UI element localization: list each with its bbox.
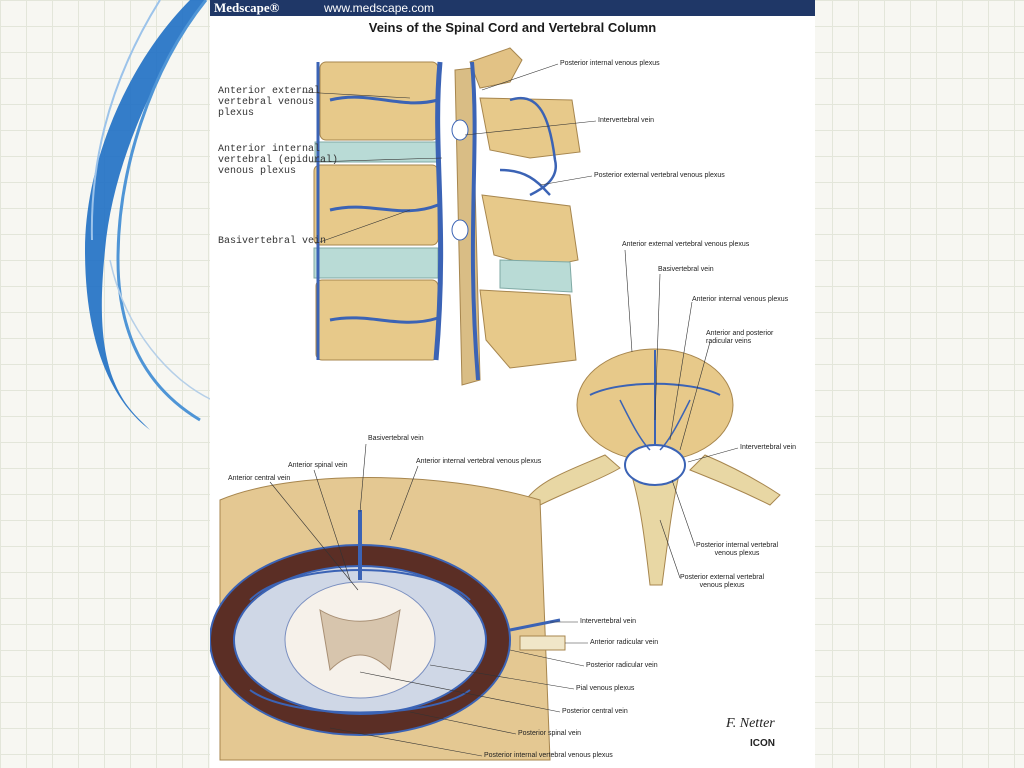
label-pial-venous-plexus: Pial venous plexus <box>576 685 635 692</box>
sagittal-vertebral-column-illustration <box>301 47 597 386</box>
label-anterior-internal-vertebral-venous-plexus: Anterior internal vertebral (epidural) v… <box>218 144 339 177</box>
label-posterior-internal-venous-plexus-top: Posterior internal venous plexus <box>560 60 660 67</box>
label-intervertebral-vein-mid: Intervertebral vein <box>740 444 797 451</box>
label-basivertebral-vein-left: Basivertebral vein <box>218 236 327 247</box>
label-anterior-internal-vertebral-venous-plexus-bottom: Anterior internal vertebral venous plexu… <box>416 458 542 465</box>
label-posterior-external-vertebral-venous-plexus-top: Posterior external vertebral venous plex… <box>594 172 725 179</box>
label-anterior-internal-venous-plexus-mid: Anterior internal venous plexus <box>692 296 789 303</box>
spinal-cord-cross-section-illustration <box>210 443 588 761</box>
anatomy-plate: Medscape® www.medscape.com Veins of the … <box>210 0 815 768</box>
label-basivertebral-vein-bottom: Basivertebral vein <box>368 435 424 442</box>
plate-title: Veins of the Spinal Cord and Vertebral C… <box>368 20 657 35</box>
label-posterior-internal-vertebral-venous-plexus-mid: Posterior internal vertebral venous plex… <box>696 542 779 557</box>
label-anterior-external-vertebral-venous-plexus: Anterior external vertebral venous plexu… <box>218 86 321 119</box>
medscape-logo: Medscape® <box>214 0 280 15</box>
slide-swoosh-decoration <box>85 0 213 430</box>
axial-vertebra-illustration <box>525 249 781 586</box>
label-posterior-spinal-vein: Posterior spinal vein <box>518 730 582 737</box>
label-anterior-spinal-vein: Anterior spinal vein <box>288 462 348 469</box>
label-basivertebral-vein-mid: Basivertebral vein <box>658 266 714 273</box>
medscape-header-bar: Medscape® www.medscape.com <box>210 0 815 16</box>
label-posterior-external-vertebral-venous-plexus-mid: Posterior external vertebral venous plex… <box>680 574 765 589</box>
label-posterior-central-vein: Posterior central vein <box>562 708 628 715</box>
label-anterior-external-vertebral-venous-plexus-mid: Anterior external vertebral venous plexu… <box>622 241 750 248</box>
label-anterior-central-vein: Anterior central vein <box>228 475 291 482</box>
label-anterior-radicular-vein: Anterior radicular vein <box>590 639 659 646</box>
label-intervertebral-vein-top: Intervertebral vein <box>598 117 655 124</box>
icon-brand-mark: ICON <box>750 738 775 749</box>
medscape-url: www.medscape.com <box>324 1 435 15</box>
label-posterior-internal-vertebral-venous-plexus-bottom: Posterior internal vertebral venous plex… <box>484 752 613 759</box>
netter-signature: F. Netter <box>726 716 775 731</box>
label-anterior-posterior-radicular-veins: Anterior and posterior radicular veins <box>706 330 774 345</box>
label-posterior-radicular-vein: Posterior radicular vein <box>586 662 658 669</box>
label-intervertebral-vein-bottom: Intervertebral vein <box>580 618 637 625</box>
